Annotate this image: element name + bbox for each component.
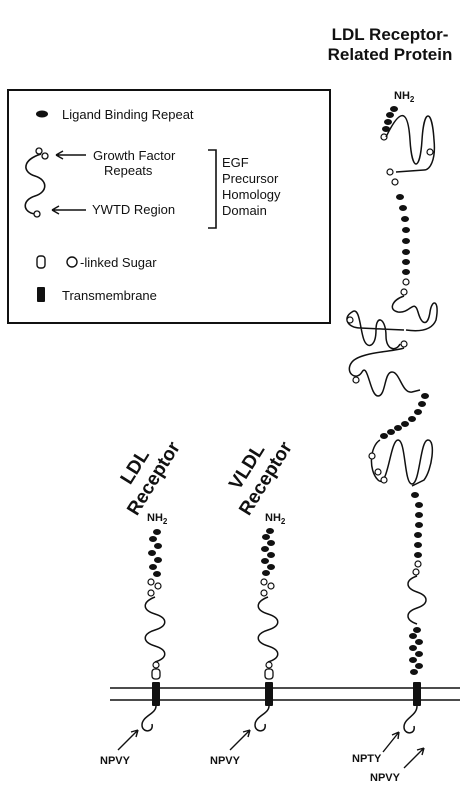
arrow-icon — [404, 748, 424, 768]
legend-ligand-binding: Ligand Binding Repeat — [62, 107, 194, 122]
legend-egf-4: Domain — [222, 203, 267, 218]
ywtd-wave — [386, 116, 434, 172]
membrane — [110, 688, 460, 700]
legend-growth-factor-1: Growth Factor — [93, 148, 176, 163]
ywtd-wave — [145, 597, 165, 662]
o-linked-sugar-o — [67, 257, 77, 267]
cytoplasmic-tail — [404, 706, 417, 733]
growth-factor-circle — [36, 148, 42, 154]
o-linked-sugar-symbol — [37, 256, 45, 268]
legend-o-linked: -linked Sugar — [80, 255, 157, 270]
lrp-nh2: NH2 — [394, 90, 415, 104]
transmembrane-symbol — [37, 287, 45, 302]
growth-factor-repeats — [261, 579, 274, 596]
growth-factor-circle — [42, 153, 48, 159]
ywtd-wave — [392, 296, 437, 331]
ldl-nh2: NH2 — [147, 512, 168, 526]
transmembrane-segment — [152, 682, 160, 706]
ligand-binding-repeats — [409, 627, 423, 675]
transmembrane-segment — [265, 682, 273, 706]
vldl-receptor: NH2 NPVY — [210, 512, 286, 767]
ligand-binding-repeats — [148, 529, 162, 577]
legend-egf-3: Homology — [222, 187, 281, 202]
ligand-binding-repeats — [396, 194, 410, 275]
arrow-icon — [56, 151, 86, 159]
egf-bracket — [208, 150, 216, 228]
egf-wave-symbol — [25, 154, 45, 214]
ligand-binding-symbol — [36, 111, 48, 118]
arrow-icon — [118, 730, 138, 750]
ldl-receptor-label: LDL Receptor — [105, 426, 185, 519]
ywtd-wave — [408, 576, 426, 624]
arrow-icon — [230, 730, 250, 750]
transmembrane-segment — [413, 682, 421, 706]
vldl-npvy: NPVY — [210, 755, 241, 767]
arrow-icon — [383, 732, 399, 752]
ywtd-wave — [258, 597, 278, 662]
vldl-receptor-label: VLDL Receptor — [217, 426, 297, 519]
ligand-binding-repeats — [261, 528, 275, 576]
ywtd-wave — [349, 348, 420, 396]
legend-egf-2: Precursor — [222, 171, 279, 186]
ldl-npvy: NPVY — [100, 755, 131, 767]
ywtd-wave — [347, 311, 404, 349]
arrow-icon — [52, 206, 86, 214]
title-line-1: LDL Receptor- — [332, 25, 449, 44]
growth-factor-circle — [34, 211, 40, 217]
growth-factor-repeats — [148, 579, 161, 596]
o-linked-sugar — [265, 669, 273, 679]
ldl-receptor: NH2 NPVY — [100, 512, 168, 767]
lrp-receptor: NH2 — [347, 90, 437, 784]
cytoplasmic-tail — [142, 706, 156, 731]
ligand-binding-repeats — [411, 492, 423, 558]
lrp-npvy: NPVY — [370, 772, 401, 784]
legend-egf-1: EGF — [222, 155, 249, 170]
o-linked-sugar — [152, 669, 160, 679]
legend-growth-factor-2: Repeats — [104, 163, 153, 178]
vldl-nh2: NH2 — [265, 512, 286, 526]
ligand-binding-repeats — [380, 393, 429, 439]
cytoplasmic-tail — [255, 706, 269, 731]
legend-transmembrane: Transmembrane — [62, 288, 157, 303]
title-line-2: Related Protein — [328, 45, 453, 64]
lrp-npty: NPTY — [352, 753, 382, 765]
legend-ywtd: YWTD Region — [92, 202, 175, 217]
